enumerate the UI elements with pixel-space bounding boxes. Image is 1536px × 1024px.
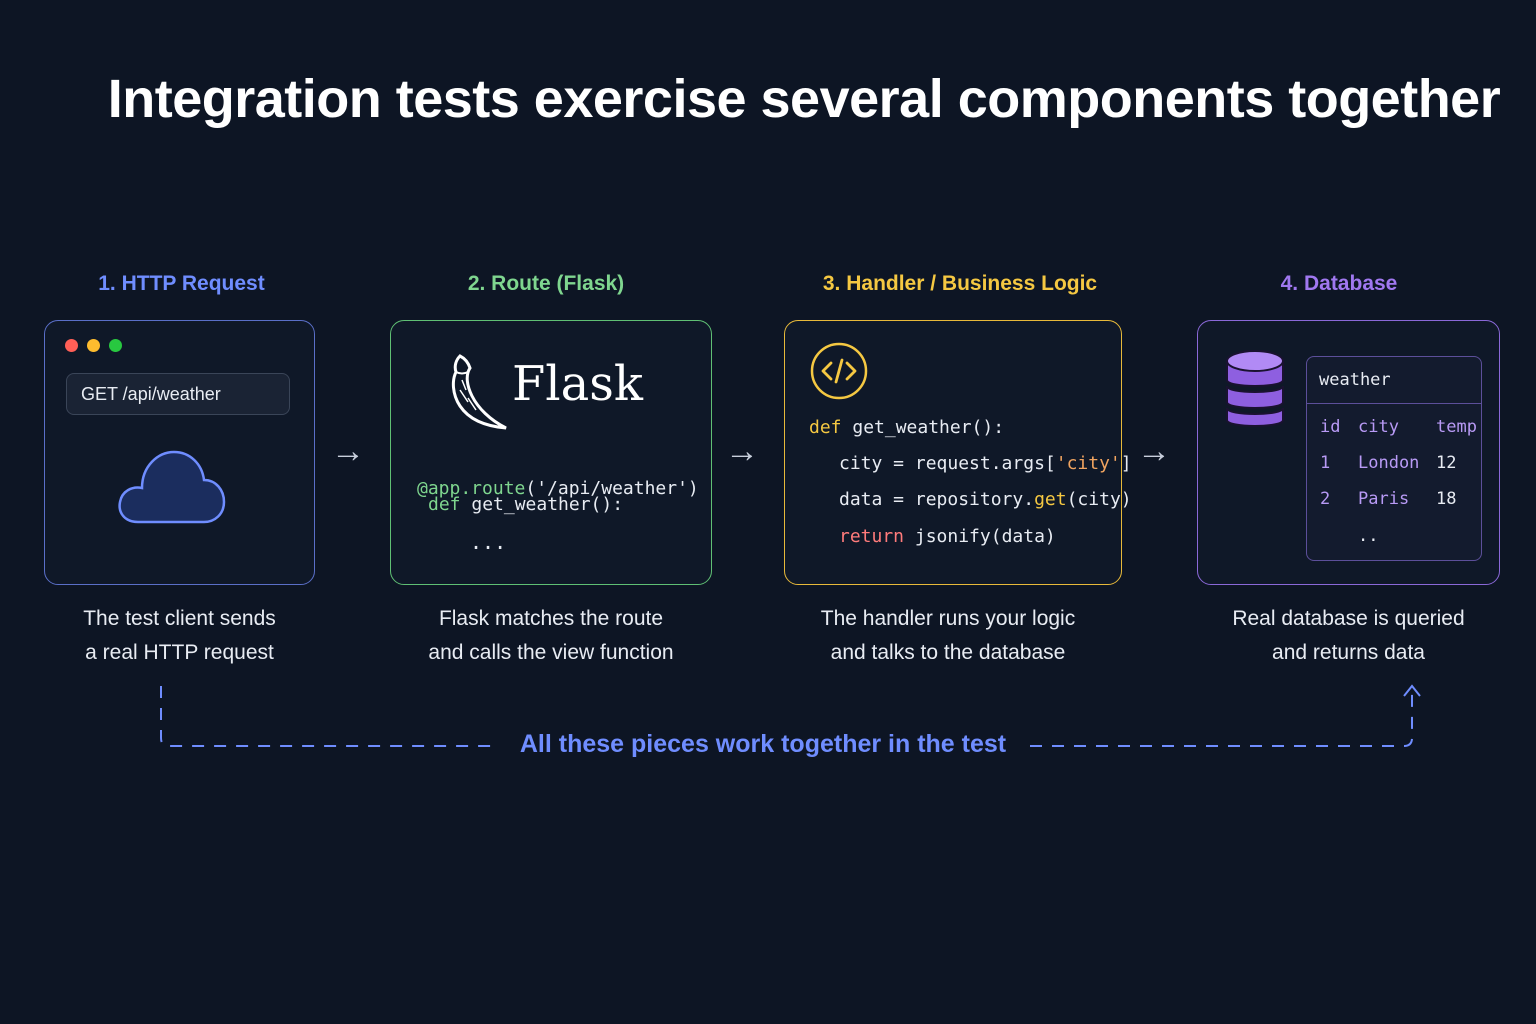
flask-logo-icon	[451, 354, 507, 430]
weather-table	[1306, 356, 1482, 561]
url-bar: GET /api/weather	[66, 373, 290, 415]
table-more-rows: ..	[1358, 526, 1379, 546]
stage-label-route: 2. Route (Flask)	[467, 272, 625, 295]
description-line: Real database is queried	[1232, 607, 1465, 630]
table-cell: 2	[1320, 489, 1331, 509]
window-close-dot	[65, 339, 78, 352]
code-line-ellipsis: ...	[470, 530, 507, 554]
table-cell: 1	[1320, 453, 1331, 473]
description-route: Flask matches the route and calls the vi…	[390, 602, 712, 670]
column-header-city: city	[1358, 417, 1399, 437]
table-name: weather	[1319, 370, 1391, 390]
handler-code-line-2: city = request.args['city']	[839, 453, 1132, 474]
bottom-caption: All these pieces work together in the te…	[519, 730, 1007, 758]
page-title: Integration tests exercise several compo…	[107, 69, 1501, 129]
flask-route-card	[390, 320, 712, 585]
code-text: get_weather():	[841, 417, 1005, 438]
column-header-temp: temp	[1436, 417, 1477, 437]
description-line: and returns data	[1272, 641, 1425, 664]
window-maximize-dot	[109, 339, 122, 352]
stage-label-database: 4. Database	[1280, 272, 1398, 295]
stage-label-http-request: 1. HTTP Request	[98, 272, 265, 295]
code-def-rest: get_weather():	[460, 494, 624, 515]
table-cell: London	[1358, 453, 1420, 473]
arrow-icon: →	[1137, 432, 1171, 470]
code-text: jsonify(data)	[904, 526, 1056, 547]
code-def-keyword: def	[428, 494, 461, 515]
stage-label-handler: 3. Handler / Business Logic	[822, 272, 1098, 295]
handler-code-line-4: return jsonify(data)	[839, 526, 1056, 547]
code-decorator: @app.route	[417, 478, 526, 499]
code-brackets-icon	[810, 342, 868, 400]
code-text: data = repository.	[839, 489, 1035, 510]
dashed-connector	[160, 684, 1421, 747]
table-cell: Paris	[1358, 489, 1410, 509]
code-string: 'city'	[1055, 453, 1121, 474]
table-divider	[1307, 403, 1481, 404]
code-text: (city)	[1066, 489, 1132, 510]
description-line: Flask matches the route	[438, 607, 664, 630]
arrow-icon: →	[331, 432, 365, 470]
table-cell: 12	[1436, 453, 1457, 473]
description-line: The handler runs your logic	[820, 607, 1076, 630]
code-line-def: def get_weather():	[428, 494, 623, 515]
description-http-request: The test client sends a real HTTP reques…	[44, 602, 315, 670]
description-line: and talks to the database	[830, 641, 1066, 664]
code-decorator-args: ('/api/weather')	[525, 478, 699, 499]
flask-logo-text: Flask	[512, 356, 643, 412]
description-line: The test client sends	[83, 607, 276, 630]
code-text: ]	[1120, 453, 1132, 474]
description-line: and calls the view function	[428, 641, 674, 664]
code-text: city = request.args[	[839, 453, 1056, 474]
code-function: get	[1034, 489, 1067, 510]
database-icon	[1226, 350, 1284, 427]
column-header-id: id	[1320, 417, 1341, 437]
description-database: Real database is queried and returns dat…	[1197, 602, 1500, 670]
window-minimize-dot	[87, 339, 100, 352]
code-return-keyword: return	[839, 526, 905, 547]
handler-code-line-3: data = repository.get(city)	[839, 489, 1132, 510]
description-handler: The handler runs your logic and talks to…	[774, 602, 1122, 670]
handler-code-line-1: def get_weather():	[809, 417, 1004, 438]
code-line-decorator: @app.route('/api/weather')	[417, 457, 699, 499]
cloud-icon	[118, 450, 226, 524]
arrow-icon: →	[725, 432, 759, 470]
description-line: a real HTTP request	[85, 641, 274, 664]
table-cell: 18	[1436, 489, 1457, 509]
code-def-keyword: def	[809, 417, 842, 438]
